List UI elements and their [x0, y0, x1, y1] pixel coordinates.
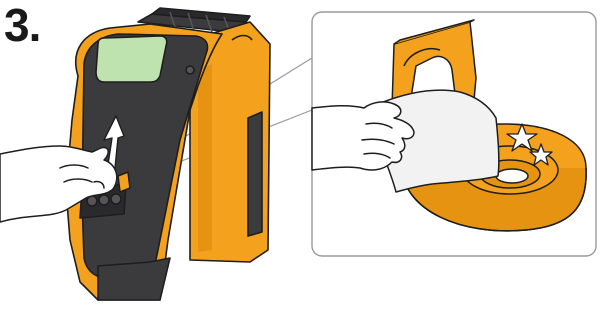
- detail-callout: [312, 12, 596, 256]
- hand-icon: [312, 102, 414, 170]
